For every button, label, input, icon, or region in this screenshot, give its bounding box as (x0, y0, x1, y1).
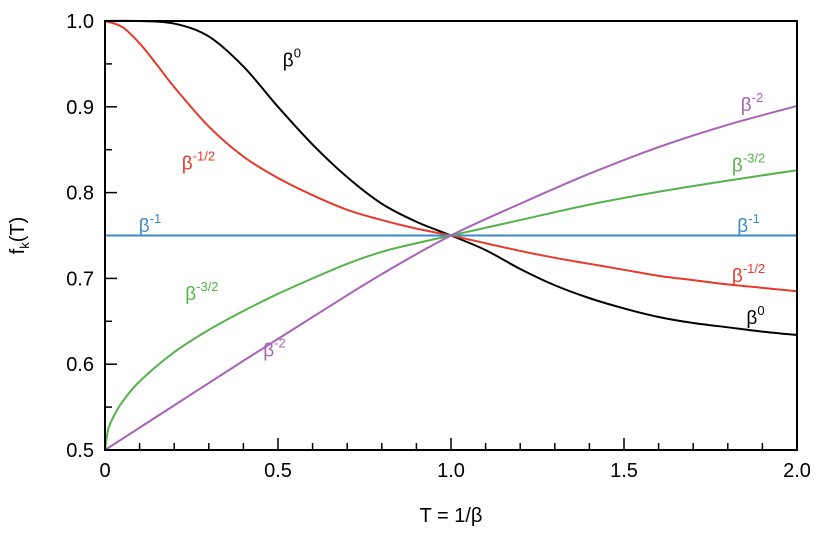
series-lines (104, 19, 798, 451)
series-label-base: β (732, 266, 743, 287)
series-label: β0 (283, 46, 301, 72)
series-label-base: β (741, 95, 752, 116)
series-label: β-1 (139, 211, 162, 237)
x-axis-title: T = 1/β (420, 505, 483, 527)
x-tick-label: 0.5 (264, 460, 292, 482)
y-axis-title-main: f (7, 248, 29, 254)
series-line-3 (104, 169, 798, 451)
series-label-exponent: -3/2 (196, 279, 218, 294)
series-label: β0 (746, 303, 764, 329)
series-label: β-3/2 (732, 150, 765, 176)
series-label-exponent: 0 (294, 46, 301, 61)
series-line-4 (104, 104, 798, 451)
y-tick-label: 0.6 (66, 354, 94, 376)
series-label: β-2 (741, 90, 764, 116)
series-label-exponent: -2 (274, 336, 286, 351)
series-label: β-1/2 (732, 261, 765, 287)
series-label-exponent: -1/2 (193, 149, 215, 164)
y-tick-label: 0.5 (66, 440, 94, 462)
x-tick-label: 0 (99, 460, 110, 482)
series-label: β-2 (263, 336, 286, 362)
series-label-base: β (263, 341, 274, 362)
series-label-base: β (185, 284, 196, 305)
y-tick-label: 0.9 (66, 97, 94, 119)
series-label-base: β (139, 216, 150, 237)
y-axis-title-subscript: k (17, 242, 32, 249)
series-label-base: β (732, 155, 743, 176)
series-label-exponent: -1 (748, 211, 760, 226)
y-axis-title: fk(T) (7, 217, 32, 255)
y-tick-label: 0.7 (66, 268, 94, 290)
series-label: β-3/2 (185, 279, 218, 305)
series-label: β-1/2 (182, 149, 215, 175)
series-label-base: β (746, 308, 757, 329)
plot-frame (104, 20, 798, 451)
series-label-exponent: -1 (150, 211, 162, 226)
series-label: β-1 (737, 211, 760, 237)
series-line-1 (104, 20, 798, 293)
x-tick-label: 1.5 (610, 460, 638, 482)
x-tick-label: 1.0 (437, 460, 465, 482)
series-label-base: β (182, 154, 193, 175)
series-label-exponent: -2 (752, 90, 764, 105)
x-tick-label: 2.0 (783, 460, 811, 482)
y-axis-title-rest: (T) (7, 217, 29, 243)
series-label-base: β (283, 51, 294, 72)
y-tick-label: 0.8 (66, 183, 94, 205)
series-label-exponent: 0 (757, 303, 764, 318)
series-label-exponent: -1/2 (743, 261, 765, 276)
series-label-base: β (737, 216, 748, 237)
y-tick-label: 1.0 (66, 11, 94, 33)
series-label-exponent: -3/2 (743, 150, 765, 165)
